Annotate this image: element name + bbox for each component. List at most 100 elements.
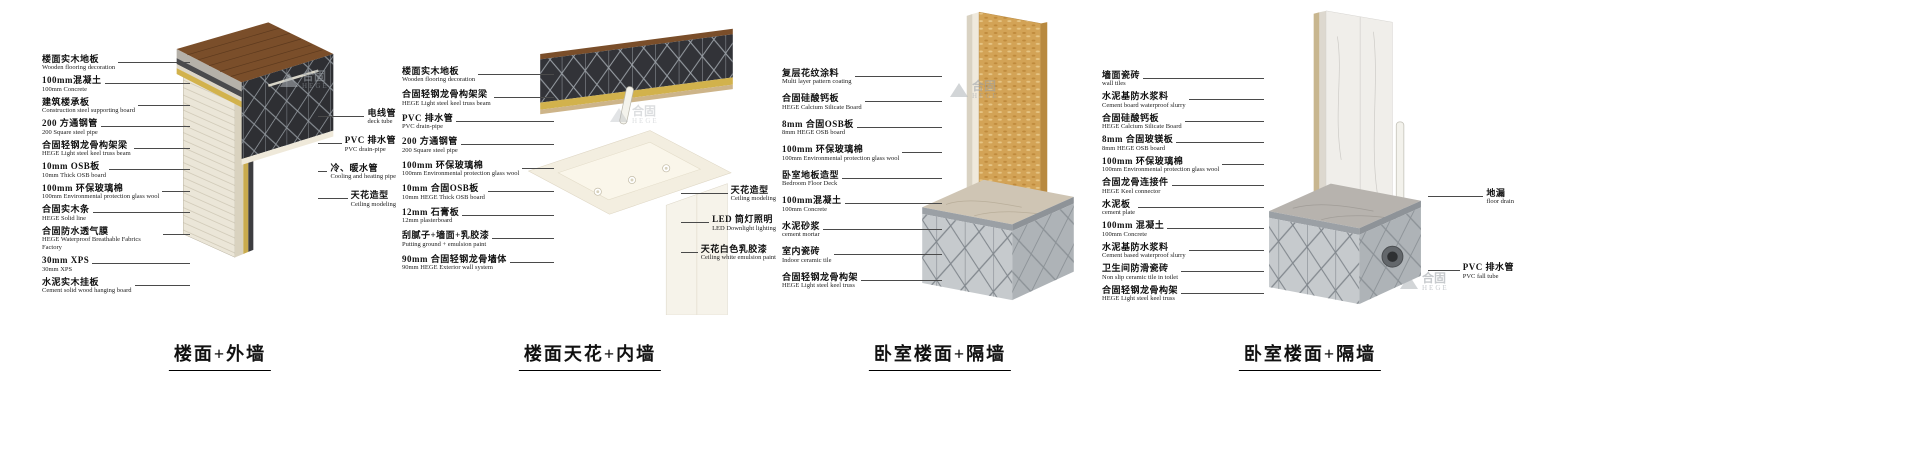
label-zh: 卧室地板造型 bbox=[782, 169, 840, 180]
left-label-list: 楼面实木地板 Wooden flooring decoration 100mm混… bbox=[42, 54, 190, 295]
leader-line bbox=[1428, 270, 1460, 272]
label-en: 100mm Concrete bbox=[1102, 230, 1147, 238]
label-en: Ceiling modeling bbox=[730, 195, 776, 203]
material-label-text: 合固轻钢龙骨构架梁 HEGE Light steel keel truss be… bbox=[402, 89, 491, 107]
leader-line bbox=[861, 279, 942, 281]
label-zh: LED 筒灯照明 bbox=[712, 214, 773, 225]
hege-mountain-icon bbox=[1400, 274, 1418, 289]
material-label: 100mm 环保玻璃棉 100mm Environmental protecti… bbox=[402, 160, 554, 178]
right-label-list: 电线管 deck tube PVC 排水管 PVC drain-pipe bbox=[318, 108, 396, 209]
leader-line bbox=[509, 261, 554, 263]
brand-zh: 合固 bbox=[972, 79, 997, 93]
material-label: PVC 排水管 PVC drain-pipe bbox=[402, 113, 554, 131]
label-zh: 合固实木条 bbox=[42, 204, 90, 215]
leader-line bbox=[133, 147, 190, 149]
leader-line bbox=[1167, 228, 1264, 230]
label-en: wall tiles bbox=[1102, 80, 1126, 88]
label-en: 8mm HEGE OSB board bbox=[1102, 144, 1166, 152]
leader-line bbox=[681, 193, 728, 194]
label-en: 12mm plasterboard bbox=[402, 217, 453, 225]
label-en: 30mm XPS bbox=[42, 265, 73, 273]
material-label-text: 地漏 floor drain bbox=[1486, 188, 1514, 206]
material-label-text: 合固龙骨连接件 HEGE Keel connector bbox=[1102, 177, 1169, 195]
label-zh: 冷、暖水管 bbox=[330, 162, 378, 173]
label-en: Cooling and heating pipe bbox=[330, 173, 396, 181]
material-label-text: 卫生间防滑瓷砖 Non slip ceramic tile in toilet bbox=[1102, 263, 1178, 281]
material-label-text: 水泥基防水浆料 Cement board waterproof slurry bbox=[1102, 91, 1186, 109]
material-label: 建筑楼承板 Construction steel supporting boar… bbox=[42, 97, 190, 115]
bathroom-floor-partition-drawing bbox=[1269, 10, 1421, 305]
material-label: 天花造型 Ceiling modeling bbox=[681, 185, 776, 203]
label-en: Ceiling white emulsion paint bbox=[700, 254, 776, 262]
leader-line bbox=[104, 83, 190, 85]
leader-line bbox=[902, 152, 942, 154]
material-label-text: 电线管 deck tube bbox=[367, 108, 396, 126]
label-en: HEGE Light steel keel truss beam bbox=[42, 150, 131, 158]
leader-line bbox=[1176, 142, 1264, 144]
label-en: Bedroom Floor Deck bbox=[782, 180, 838, 188]
label-zh: 室内瓷砖 bbox=[782, 246, 821, 257]
label-en: 100mm Concrete bbox=[42, 85, 87, 93]
floor-slab-layers bbox=[176, 49, 242, 108]
label-en: Ceiling modeling bbox=[350, 200, 396, 208]
material-label-text: 8mm 合固OSB板 8mm HEGE OSB board bbox=[782, 119, 854, 137]
material-label: 水泥基防水浆料 Cement board waterproof slurry bbox=[1102, 91, 1264, 109]
label-zh: 合固轻钢龙骨构架梁 bbox=[42, 139, 128, 150]
bedroom-floor-partition-illustration bbox=[908, 8, 1088, 326]
material-label: 复层花纹涂料 Multi layer pattern coating bbox=[782, 68, 942, 86]
label-en: 100mm Environmental protection glass woo… bbox=[42, 193, 160, 201]
material-label: 楼面实木地板 Wooden flooring decoration bbox=[42, 54, 190, 72]
material-label-text: 建筑楼承板 Construction steel supporting boar… bbox=[42, 97, 135, 115]
leader-line bbox=[318, 143, 342, 145]
panel-bathroom-floor-partition-wall: 合固 HEGE 墙面瓷砖 wall tiles 水泥基防水浆料 Ceme bbox=[1100, 0, 1520, 458]
material-label-text: 200 方通钢管 200 Square steel pipe bbox=[42, 118, 98, 136]
led-downlights bbox=[593, 164, 671, 196]
leader-line bbox=[1181, 292, 1264, 294]
leader-line bbox=[834, 254, 942, 256]
label-zh: 100mm混凝土 bbox=[782, 195, 842, 206]
material-label-text: PVC 排水管 PVC drain-pipe bbox=[402, 113, 453, 131]
material-label-text: 天花造型 Ceiling modeling bbox=[351, 190, 396, 208]
leader-line bbox=[108, 169, 190, 171]
panel-title: 楼面天花+内墙 bbox=[518, 340, 662, 371]
ceiling-plane bbox=[527, 130, 732, 215]
panel-title: 卧室楼面+隔墙 bbox=[1238, 340, 1382, 371]
brand-zh: 合固 bbox=[1422, 271, 1447, 285]
material-label-text: 合固硅酸钙板 HEGE Calcium Silicate Board bbox=[782, 93, 862, 111]
floor-exterior-wall-illustration bbox=[135, 14, 335, 289]
material-label: 10mm OSB板 10mm Thick OSB board bbox=[42, 161, 190, 179]
leader-line bbox=[487, 191, 554, 193]
label-en: cement mortar bbox=[782, 231, 820, 239]
label-en: Wooden flooring decoration bbox=[42, 64, 116, 72]
material-label-text: PVC 排水管 PVC drain-pipe bbox=[345, 135, 396, 153]
label-en: Indoor ceramic tile bbox=[782, 256, 832, 264]
material-label: 水泥砂浆 cement mortar bbox=[782, 221, 942, 239]
label-zh: 刮腻子+墙面+乳胶漆 bbox=[402, 230, 490, 241]
label-en: Construction steel supporting board bbox=[42, 107, 135, 115]
label-zh: 200 方通钢管 bbox=[42, 118, 98, 129]
label-en: PVC drain-pipe bbox=[344, 145, 386, 153]
material-label-text: 天花造型 Ceiling modeling bbox=[731, 185, 776, 203]
label-en: HEGE Keel connector bbox=[1102, 187, 1161, 195]
label-en: 10mm HEGE Thick OSB board bbox=[402, 193, 485, 201]
hege-logo-text: 合固 HEGE bbox=[632, 105, 659, 125]
leader-line bbox=[456, 120, 554, 122]
material-label: 天花白色乳胶漆 Ceiling white emulsion paint bbox=[681, 244, 776, 262]
brand-zh: 合固 bbox=[302, 69, 327, 83]
leader-line bbox=[856, 126, 942, 128]
material-label-text: 合固实木条 HEGE Solid line bbox=[42, 204, 90, 222]
label-zh: 合固轻钢龙骨构架 bbox=[782, 271, 859, 282]
material-label-text: 合固轻钢龙骨构架 HEGE Light steel keel truss bbox=[1102, 285, 1178, 303]
material-label-text: 合固防水透气膜 HEGE Waterproof Breathable Fabri… bbox=[42, 226, 160, 253]
material-label: 卫生间防滑瓷砖 Non slip ceramic tile in toilet bbox=[1102, 263, 1264, 281]
brand-zh: 合固 bbox=[632, 104, 657, 118]
floor-ceiling-interior-wall-illustration bbox=[515, 18, 740, 315]
material-label-text: 10mm 合固OSB板 10mm HEGE Thick OSB board bbox=[402, 183, 485, 201]
material-label: 地漏 floor drain bbox=[1428, 188, 1514, 206]
material-label: 刮腻子+墙面+乳胶漆 Putting ground + emulsion pai… bbox=[402, 230, 554, 248]
material-label-text: 楼面实木地板 Wooden flooring decoration bbox=[402, 66, 475, 84]
material-label: 合固轻钢龙骨构架梁 HEGE Light steel keel truss be… bbox=[42, 140, 190, 158]
label-zh: 8mm 合固玻镁板 bbox=[1102, 134, 1174, 145]
floor-ceiling-interior-wall-drawing bbox=[527, 28, 733, 315]
material-label-text: 合固硅酸钙板 HEGE Calcium Silicate Board bbox=[1102, 113, 1182, 131]
